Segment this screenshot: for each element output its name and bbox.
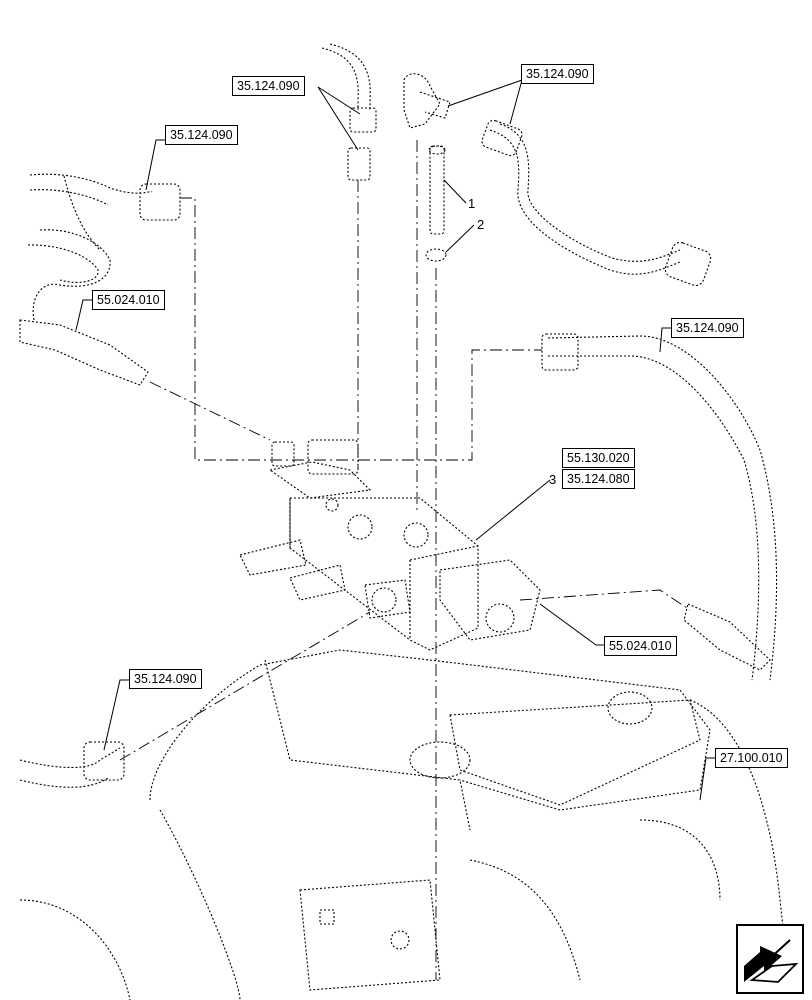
callout-washer: 2: [477, 217, 485, 232]
right-sensor: [683, 603, 771, 671]
ref-label-housing[interactable]: 27.100.010: [715, 748, 788, 768]
left-tube: [29, 173, 153, 194]
nut: [349, 107, 377, 133]
left-sensor: [19, 319, 149, 386]
top-tube: [321, 47, 359, 110]
right-top-tube: [489, 129, 681, 275]
arrow-next-icon: [744, 939, 799, 983]
screw: [429, 145, 445, 235]
ref-label-right-connector[interactable]: 55.024.010: [604, 636, 677, 656]
ref-label-valve-upper[interactable]: 55.130.020: [562, 448, 635, 468]
ref-label-top-right-fitting[interactable]: 35.124.090: [521, 64, 594, 84]
fitting: [347, 147, 371, 181]
callout-valve: 3: [549, 472, 557, 487]
ref-label-top-left-fitting[interactable]: 35.124.090: [232, 76, 305, 96]
valve-block: [289, 497, 479, 651]
solenoid: [439, 559, 541, 641]
ref-label-bottom-left-tube[interactable]: 35.124.090: [129, 669, 202, 689]
callout-screw: 1: [468, 196, 476, 211]
housing-body: [149, 649, 711, 811]
ref-label-left-tube[interactable]: 35.124.090: [165, 125, 238, 145]
ref-label-valve-lower[interactable]: 35.124.080: [562, 469, 635, 489]
ref-label-left-connector[interactable]: 55.024.010: [92, 290, 165, 310]
elbow-fitting: [403, 73, 441, 129]
washer: [425, 248, 447, 262]
next-page-button[interactable]: [736, 924, 804, 994]
ref-label-right-tube[interactable]: 35.124.090: [671, 318, 744, 338]
